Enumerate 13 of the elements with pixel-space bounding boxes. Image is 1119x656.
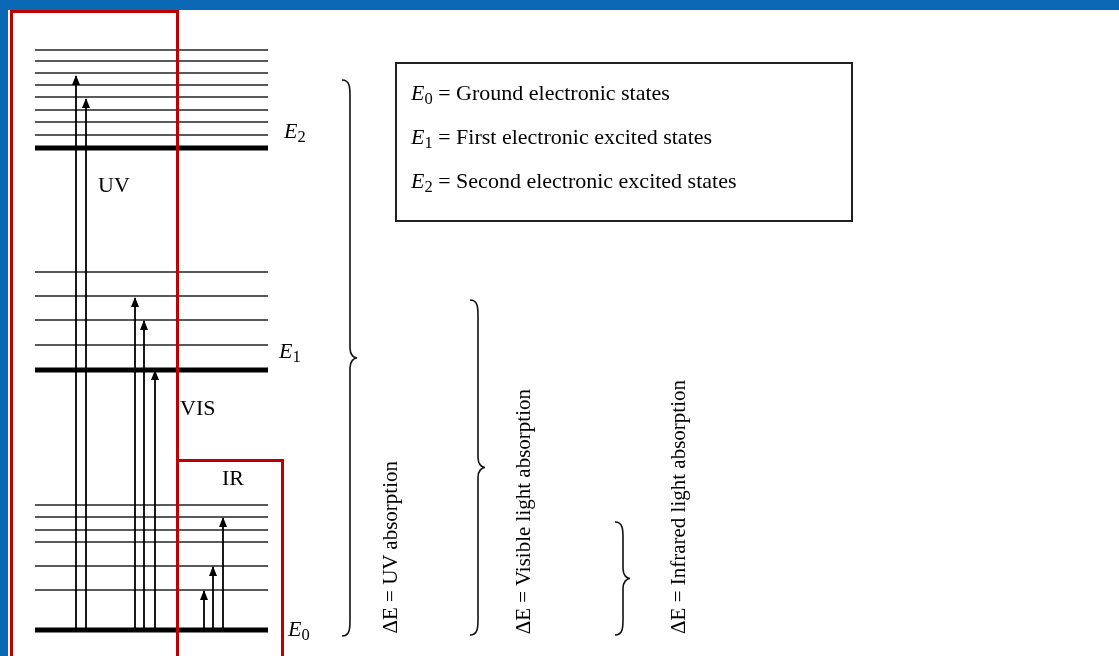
level-label: VIS [180, 397, 216, 419]
level-label: E$_{0}$ [288, 618, 310, 640]
vertical-label: ΔE = Visible light absorption [513, 388, 534, 634]
level-label: E$_{1}$ [279, 340, 301, 362]
level-label: IR [222, 467, 244, 489]
vertical-label: ΔE = Infrared light absorption [668, 380, 689, 634]
vertical-label: ΔE = UV absorption [380, 461, 401, 634]
definition-text: E$_{0}$ = Ground electronic states [411, 79, 671, 108]
definition-text: E$_{2}$ = Second electronic excited states [411, 167, 738, 196]
level-label: E$_{2}$ [284, 120, 306, 142]
level-label: UV [98, 174, 130, 196]
definition-box [395, 62, 853, 222]
definition-text: E$_{1}$ = First electronic excited states [411, 123, 714, 152]
